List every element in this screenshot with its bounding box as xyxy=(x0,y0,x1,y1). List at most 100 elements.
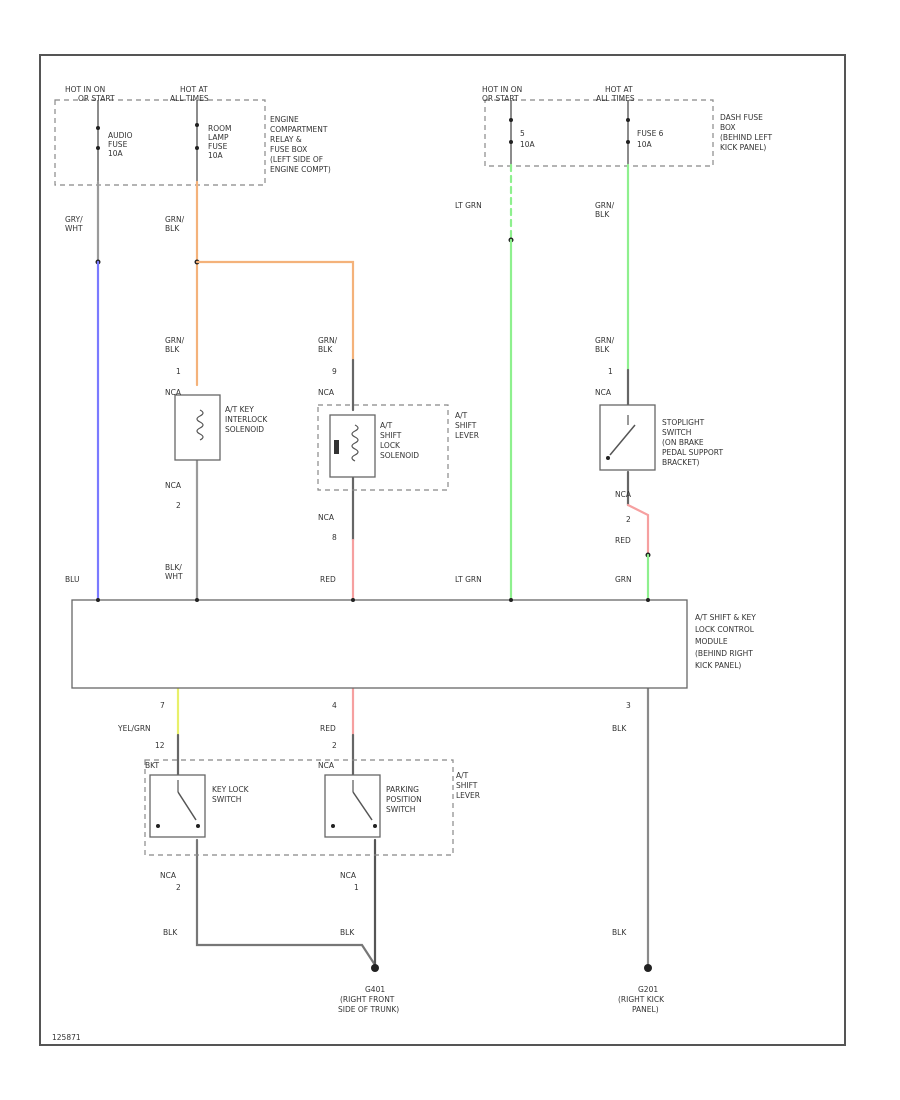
shift-lever-outline-top xyxy=(317,404,449,491)
svg-text:BOX: BOX xyxy=(720,123,736,132)
park-position-switch: PARKING POSITION SWITCH xyxy=(324,774,422,838)
pin-label: 2 xyxy=(626,515,631,524)
pin-label: 3 xyxy=(626,701,631,710)
svg-text:SHIFT: SHIFT xyxy=(456,781,478,790)
wire-label: LT GRN xyxy=(455,201,482,210)
wire-label: WHT xyxy=(65,224,83,233)
wire-label: GRN/ xyxy=(595,336,615,345)
wire-label: BLK xyxy=(318,345,333,354)
svg-text:SIDE OF TRUNK): SIDE OF TRUNK) xyxy=(338,1005,399,1014)
svg-text:G201: G201 xyxy=(638,985,658,994)
key-lock-switch: KEY LOCK SWITCH xyxy=(149,774,250,838)
pin-label: NCA xyxy=(165,388,182,397)
wire-label: BLK xyxy=(340,928,355,937)
svg-text:(BEHIND LEFT: (BEHIND LEFT xyxy=(720,133,773,142)
wire-label: WHT xyxy=(165,572,183,581)
svg-text:COMPARTMENT: COMPARTMENT xyxy=(270,125,328,134)
wire-label: RED xyxy=(320,575,336,584)
svg-text:A/T KEY: A/T KEY xyxy=(225,405,254,414)
wire-label: RED xyxy=(320,724,336,733)
wire-label: BLK xyxy=(165,345,180,354)
svg-text:DASH FUSE: DASH FUSE xyxy=(720,113,763,122)
svg-text:SOLENOID: SOLENOID xyxy=(380,451,419,460)
pin-label: 2 xyxy=(176,501,181,510)
svg-text:KICK PANEL): KICK PANEL) xyxy=(695,661,741,670)
svg-text:SHIFT: SHIFT xyxy=(455,421,477,430)
svg-text:INTERLOCK: INTERLOCK xyxy=(225,415,268,424)
svg-text:A/T: A/T xyxy=(456,771,469,780)
power-source-label: HOT AT xyxy=(605,85,633,94)
svg-text:SWITCH: SWITCH xyxy=(386,805,415,814)
svg-text:FUSE: FUSE xyxy=(108,140,128,149)
power-source-label: OR START xyxy=(78,94,115,103)
wire-label: GRN/ xyxy=(595,201,615,210)
svg-text:SWITCH: SWITCH xyxy=(662,428,691,437)
wire-orange-branch xyxy=(195,260,355,362)
wire-label: GRN/ xyxy=(165,336,185,345)
wire-label: GRY/ xyxy=(65,215,83,224)
svg-text:A/T SHIFT & KEY: A/T SHIFT & KEY xyxy=(695,613,756,622)
pin-label: 9 xyxy=(332,367,337,376)
svg-text:LEVER: LEVER xyxy=(455,431,479,440)
svg-text:KICK PANEL): KICK PANEL) xyxy=(720,143,766,152)
svg-text:POSITION: POSITION xyxy=(386,795,422,804)
wire-label: BLU xyxy=(65,575,79,584)
pin-label: NCA xyxy=(318,513,335,522)
svg-text:(RIGHT FRONT: (RIGHT FRONT xyxy=(340,995,395,1004)
wire-label: BLK xyxy=(165,224,180,233)
pin-label: 7 xyxy=(160,701,165,710)
power-source-label: HOT IN ON xyxy=(482,85,522,94)
ground-g201: G201 (RIGHT KICK PANEL) xyxy=(618,964,665,1014)
svg-text:5: 5 xyxy=(520,129,525,138)
pin-label: BKT xyxy=(145,761,159,770)
power-source-label: OR START xyxy=(482,94,519,103)
svg-text:10A: 10A xyxy=(108,149,124,158)
svg-text:ROOM: ROOM xyxy=(208,124,232,133)
svg-text:LEVER: LEVER xyxy=(456,791,480,800)
wire-blk-left xyxy=(195,838,377,967)
svg-text:PANEL): PANEL) xyxy=(632,1005,659,1014)
pin-label: 1 xyxy=(354,883,359,892)
pin-label: 4 xyxy=(332,701,337,710)
svg-text:(LEFT SIDE OF: (LEFT SIDE OF xyxy=(270,155,323,164)
module-terminal xyxy=(96,598,100,602)
svg-text:MODULE: MODULE xyxy=(695,637,728,646)
footer-code: 125871 xyxy=(52,1033,81,1042)
svg-text:PARKING: PARKING xyxy=(386,785,419,794)
svg-text:KEY LOCK: KEY LOCK xyxy=(212,785,250,794)
svg-text:FUSE BOX: FUSE BOX xyxy=(270,145,307,154)
module-terminal xyxy=(509,598,513,602)
pin-label: NCA xyxy=(165,481,182,490)
audio-fuse: AUDIO FUSE 10A xyxy=(96,100,133,182)
engine-fuse-box-outline xyxy=(54,99,266,186)
dash-fuse-box-label: DASH FUSE BOX (BEHIND LEFT KICK PANEL) xyxy=(720,113,773,152)
svg-text:(ON BRAKE: (ON BRAKE xyxy=(662,438,704,447)
module-terminal xyxy=(351,598,355,602)
module-terminal xyxy=(195,598,199,602)
svg-text:RELAY &: RELAY & xyxy=(270,135,302,144)
wire-label: YEL/GRN xyxy=(117,724,151,733)
svg-text:FUSE: FUSE xyxy=(208,142,228,151)
wire-label: GRN/ xyxy=(318,336,338,345)
pin-label: 1 xyxy=(608,367,613,376)
pin-label: 8 xyxy=(332,533,337,542)
wire-label: GRN/ xyxy=(165,215,185,224)
pin-label: 1 xyxy=(176,367,181,376)
control-module: A/T SHIFT & KEY LOCK CONTROL MODULE (BEH… xyxy=(71,599,756,689)
diagram-frame xyxy=(39,54,846,1046)
svg-text:ENGINE: ENGINE xyxy=(270,115,299,124)
pin-label: 12 xyxy=(155,741,165,750)
power-source-label: ALL TIMES xyxy=(170,94,209,103)
wire-label: BLK xyxy=(595,210,610,219)
pin-label: NCA xyxy=(595,388,612,397)
wire-label: GRN xyxy=(615,575,632,584)
pin-label: 2 xyxy=(176,883,181,892)
svg-text:G401: G401 xyxy=(365,985,385,994)
svg-text:STOPLIGHT: STOPLIGHT xyxy=(662,418,705,427)
svg-text:FUSE 6: FUSE 6 xyxy=(637,129,664,138)
svg-text:(RIGHT KICK: (RIGHT KICK xyxy=(618,995,665,1004)
power-source-label: ALL TIMES xyxy=(596,94,635,103)
svg-text:SWITCH: SWITCH xyxy=(212,795,241,804)
wire-label: BLK/ xyxy=(165,563,182,572)
svg-text:(BEHIND RIGHT: (BEHIND RIGHT xyxy=(695,649,753,658)
